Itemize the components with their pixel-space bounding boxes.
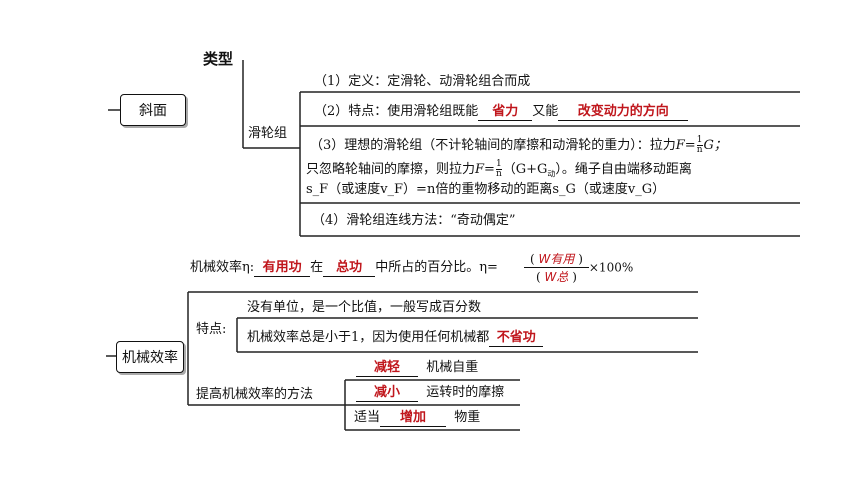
pulley-item-wiring: （4）滑轮组连线方法：“奇动偶定” [312,213,516,228]
blank-change-direction: 改变动力的方向 [558,104,689,121]
features-label: 特点: [196,322,227,337]
pulley-item-definition: （1）定义：定滑轮、动滑轮组合而成 [314,74,531,89]
efficiency-node: 机械效率 [116,341,184,373]
feature-no-unit: 没有单位，是一个比值，一般写成百分数 [247,300,482,315]
blank-reduce: 减轻 [356,360,418,377]
blank-decrease: 减小 [356,385,418,402]
method-reduce-friction: 减小 运转时的摩擦 [356,385,504,402]
incline-node: 斜面 [120,94,186,126]
pulley-item-features: （2）特点：使用滑轮组既能省力又能改变动力的方向 [314,104,689,121]
formula-denominator: W总 [544,270,569,284]
pulley-item-ideal-line3: s_F（或速度v_F）=n倍的重物移动的距离s_G（或速度v_G） [306,182,666,197]
formula-numerator: W有用 [538,252,575,266]
blank-save-force: 省力 [478,104,533,121]
blank-useful-work: 有用功 [254,260,311,277]
feature-less-than-one: 机械效率总是小于1，因为使用任何机械都不省功 [247,330,544,347]
method-increase-load: 适当增加 物重 [354,410,481,427]
blank-increase: 增加 [380,410,447,427]
type-heading: 类型 [203,50,234,68]
efficiency-formula: ( W有用 ) ( W总 ) ×100% [524,250,633,285]
efficiency-definition: 机械效率η:有用功在总功中所占的百分比。η= [190,260,498,277]
efficiency-label: 机械效率 [122,350,178,366]
incline-label: 斜面 [139,103,167,119]
method-reduce-weight: 减轻 机械自重 [356,360,478,377]
blank-total-work: 总功 [323,260,376,277]
pulley-label: 滑轮组 [248,126,288,141]
blank-no-work-saving: 不省功 [489,330,544,347]
improve-label: 提高机械效率的方法 [196,387,314,402]
